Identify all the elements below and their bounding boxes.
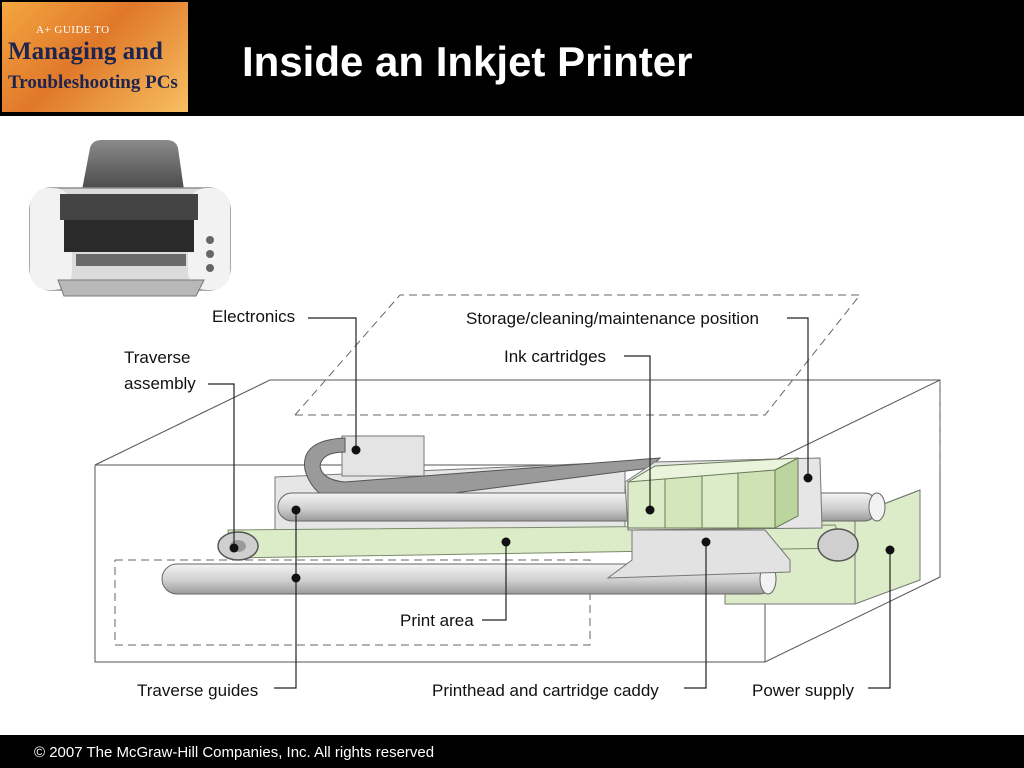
label-traverse-assembly-line2: assembly [124,374,196,393]
label-storage-position: Storage/cleaning/maintenance position [466,309,759,328]
header-bar: A+ GUIDE TO Managing and Troubleshooting… [0,0,1024,116]
logo-line-3: Troubleshooting PCs [8,72,178,93]
slide-title: Inside an Inkjet Printer [242,38,693,85]
label-printhead-caddy: Printhead and cartridge caddy [432,681,659,700]
label-electronics: Electronics [212,307,295,326]
leader-dots [229,445,895,583]
label-ink-cartridges: Ink cartridges [504,347,606,366]
housing-hidden-lines [94,294,941,646]
leader-lines [208,317,891,689]
inkjet-diagram: Electronics Storage/cleaning/maintenance… [29,140,941,700]
label-print-area: Print area [400,611,474,630]
logo-line-2: Managing and [8,38,163,65]
book-logo: A+ GUIDE TO Managing and Troubleshooting… [2,2,188,112]
label-traverse-assembly-line1: Traverse [124,348,190,367]
ink-cartridges [627,457,799,529]
copyright-text: © 2007 The McGraw-Hill Companies, Inc. A… [34,744,435,761]
belt-pulley-right [817,528,859,562]
footer-bar: © 2007 The McGraw-Hill Companies, Inc. A… [0,735,1024,768]
label-power-supply: Power supply [752,681,855,700]
label-traverse-guides: Traverse guides [137,681,258,700]
logo-line-1: A+ GUIDE TO [36,24,110,36]
printer-photo-icon [29,140,231,297]
